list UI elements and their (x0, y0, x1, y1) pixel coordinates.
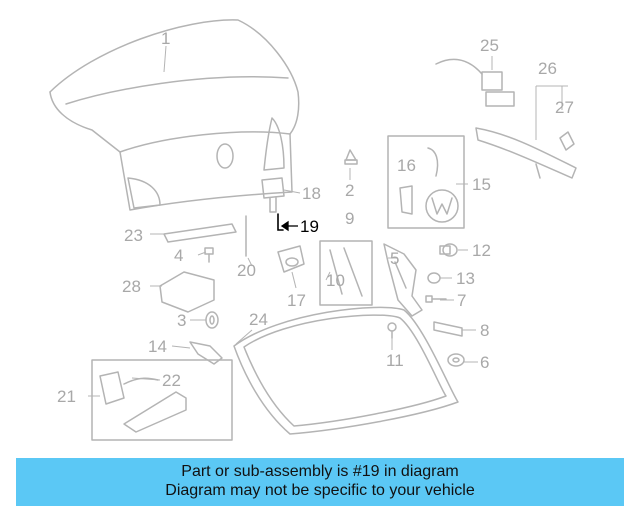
parts-diagram: 1 2 3 4 5 6 7 8 9 10 11 12 13 14 15 16 1… (49, 19, 577, 441)
callout-22: 22 (162, 371, 181, 390)
callout-25: 25 (480, 36, 499, 55)
highlighted-part-19 (277, 213, 284, 231)
gas-strut-part (329, 247, 363, 297)
latch-part (189, 341, 223, 365)
callout-2: 2 (345, 181, 354, 200)
callout-16: 16 (397, 156, 416, 175)
emblem-box (387, 135, 465, 229)
callout-arrow-19 (280, 220, 298, 232)
strut-box (319, 240, 373, 306)
callout-10: 10 (326, 271, 345, 290)
callout-14: 14 (148, 337, 167, 356)
weatherstrip-part (233, 306, 459, 435)
buffer-part-13 (427, 272, 441, 284)
callout-9: 9 (345, 209, 354, 228)
buffer-part (439, 243, 458, 257)
hinge-arm-part (475, 127, 577, 179)
grommet-part (205, 311, 219, 329)
bolt-part (425, 295, 447, 303)
callout-12: 12 (472, 241, 491, 260)
callout-26: 26 (538, 59, 557, 78)
callout-7: 7 (457, 291, 466, 310)
bump-stop-part (344, 149, 358, 165)
banner-line-1: Part or sub-assembly is #19 in diagram (181, 463, 459, 480)
info-banner: Part or sub-assembly is #19 in diagram D… (16, 458, 624, 506)
callout-24: 24 (249, 310, 268, 329)
callout-1: 1 (161, 29, 170, 48)
callout-11: 11 (386, 351, 404, 370)
clip-part (204, 247, 214, 263)
callout-23: 23 (124, 226, 143, 245)
trim-strip-part (163, 223, 237, 243)
callout-20: 20 (237, 261, 256, 280)
washer-part (447, 353, 465, 367)
callout-4: 4 (174, 246, 183, 265)
callout-5: 5 (390, 249, 399, 268)
banner-line-2: Diagram may not be specific to your vehi… (165, 482, 475, 499)
actuator-part (435, 58, 515, 107)
callout-18: 18 (302, 184, 321, 203)
callout-8: 8 (480, 321, 489, 340)
callout-28: 28 (122, 277, 141, 296)
callout-6: 6 (480, 353, 489, 372)
trunk-lid-part (49, 19, 300, 211)
callout-19: 19 (300, 217, 319, 236)
control-module-part (159, 271, 215, 313)
seal-clip-part (387, 322, 397, 339)
callout-13: 13 (456, 269, 475, 288)
hinge-part (383, 243, 423, 317)
callout-3: 3 (177, 311, 186, 330)
lock-cylinder-part (261, 177, 285, 213)
bracket-part (433, 321, 463, 337)
callout-15: 15 (472, 175, 491, 194)
callout-27: 27 (555, 98, 574, 117)
latch-assembly-part (277, 245, 305, 273)
callout-21: 21 (57, 387, 76, 406)
callout-17: 17 (287, 291, 306, 310)
